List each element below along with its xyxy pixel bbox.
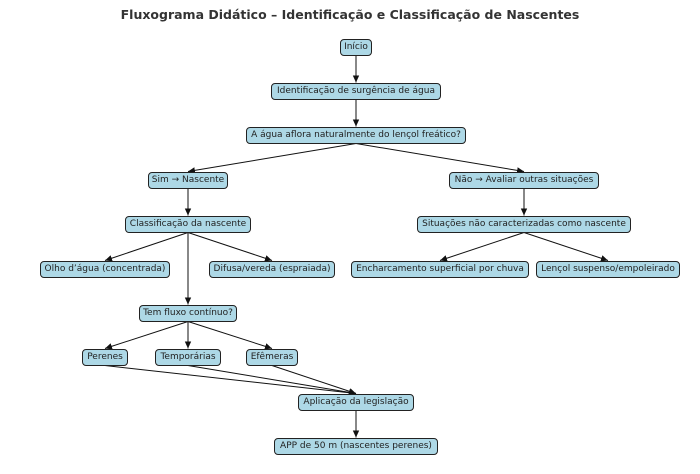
node-identificacao: Identificação de surgência de água — [271, 82, 441, 100]
node-nao: Não → Avaliar outras situações — [449, 171, 599, 189]
node-aflora: A água aflora naturalmente do lençol fre… — [246, 126, 466, 144]
edge-aflora-to-nao — [355, 143, 525, 174]
diagram-title: Fluxograma Didático – Identificação e Cl… — [120, 7, 580, 22]
edge-efemeras-to-legislacao — [271, 365, 357, 395]
node-app: APP de 50 m (nascentes perenes) — [274, 437, 438, 455]
node-olho: Olho d’água (concentrada) — [40, 260, 170, 278]
node-inicio: Início — [340, 38, 372, 56]
node-perenes: Perenes — [82, 348, 128, 366]
node-temporarias: Temporárias — [155, 348, 221, 366]
edge-fluxo-to-efemeras — [187, 321, 273, 350]
node-efemeras: Efêmeras — [246, 348, 298, 366]
node-fluxo: Tem fluxo contínuo? — [139, 304, 237, 322]
edge-classificacao-to-difusa — [187, 232, 273, 262]
edge-perenes-to-legislacao — [104, 365, 357, 396]
edge-aflora-to-sim — [187, 143, 357, 174]
node-suspenso: Lençol suspenso/empoleirado — [536, 260, 680, 278]
edge-situacoes-to-encharcamento — [439, 232, 525, 262]
edge-classificacao-to-olho — [104, 232, 189, 262]
node-situacoes: Situações não caracterizadas como nascen… — [417, 215, 631, 233]
node-encharcamento: Encharcamento superficial por chuva — [351, 260, 529, 278]
node-legislacao: Aplicação da legislação — [298, 393, 414, 411]
edge-fluxo-to-perenes — [104, 321, 189, 350]
edge-temporarias-to-legislacao — [187, 365, 357, 396]
node-classificacao: Classificação da nascente — [125, 215, 251, 233]
node-sim: Sim → Nascente — [148, 171, 228, 189]
edge-situacoes-to-suspenso — [523, 232, 609, 262]
node-difusa: Difusa/vereda (espraiada) — [209, 260, 335, 278]
